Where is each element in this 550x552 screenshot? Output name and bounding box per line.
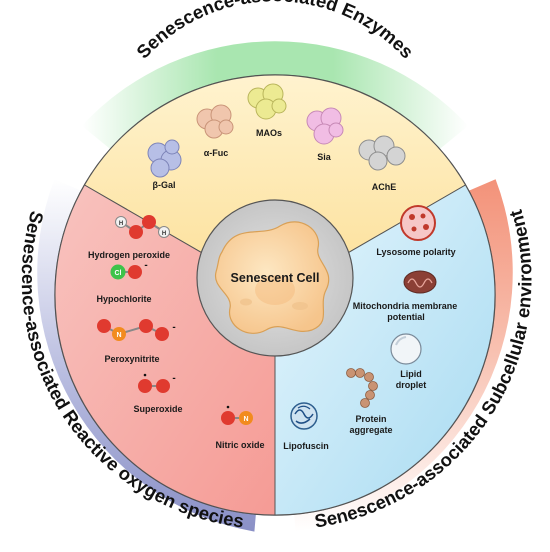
superoxide-label: Superoxide <box>133 404 182 414</box>
protein-aggregate-label-line1: Protein <box>355 414 386 424</box>
n-atom-label: N <box>116 332 121 339</box>
a-fuc-protein-icon <box>196 104 234 139</box>
peroxynitrite-label: Peroxynitrite <box>104 354 159 364</box>
sia-label: Sia <box>317 152 332 162</box>
ache-protein-icon <box>358 135 406 171</box>
maos-label: MAOs <box>256 128 282 138</box>
charge-label: - <box>172 373 175 384</box>
lipofuscin-icon <box>290 402 318 430</box>
nitric-oxide-label: Nitric oxide <box>215 440 264 450</box>
a-fuc-label: α-Fuc <box>204 148 229 158</box>
h-atom-label: H <box>119 221 123 227</box>
protein-aggregate-icon <box>346 368 378 408</box>
organelle-icon <box>240 298 252 306</box>
sia-protein-icon <box>306 107 344 145</box>
peroxynitrite-molecule-icon <box>97 319 169 341</box>
hydrogen-peroxide-label: Hydrogen peroxide <box>88 250 170 260</box>
maos-protein-icon <box>247 83 287 120</box>
mito-label-line2: potential <box>387 312 425 322</box>
lipid-droplet-label-line1: Lipid <box>400 369 422 379</box>
charge-label: - <box>144 260 147 271</box>
nitric-oxide-molecule-icon <box>221 405 253 425</box>
organelle-icon <box>292 302 308 310</box>
protein-aggregate-label-line2: aggregate <box>349 425 392 435</box>
cl-atom-label: Cl <box>115 270 122 277</box>
h-atom-label: H <box>162 231 166 237</box>
lipofuscin-label: Lipofuscin <box>283 441 329 451</box>
mitochondria-icon <box>403 270 437 294</box>
hypochlorite-molecule-icon <box>110 264 142 280</box>
hypochlorite-label: Hypochlorite <box>96 294 151 304</box>
lysosome-polarity-label: Lysosome polarity <box>376 247 455 257</box>
n-atom-label: N <box>243 416 248 423</box>
enzymes-sector <box>83 74 467 296</box>
superoxide-molecule-icon <box>138 373 170 393</box>
center-label: Senescent Cell <box>231 271 320 285</box>
hydrogen-peroxide-molecule-icon <box>115 215 170 239</box>
lipid-droplet-label-line2: droplet <box>396 380 427 390</box>
ache-label: AChE <box>372 182 397 192</box>
b-gal-label: β-Gal <box>153 180 176 190</box>
nucleus-icon <box>255 275 295 305</box>
lipid-droplet-icon <box>390 333 422 365</box>
mito-label-line1: Mitochondria membrane <box>353 301 458 311</box>
charge-label: - <box>172 322 175 333</box>
b-gal-protein-icon <box>147 139 182 178</box>
enzymes-ring-band <box>81 41 469 153</box>
lysosome-icon <box>400 205 436 241</box>
